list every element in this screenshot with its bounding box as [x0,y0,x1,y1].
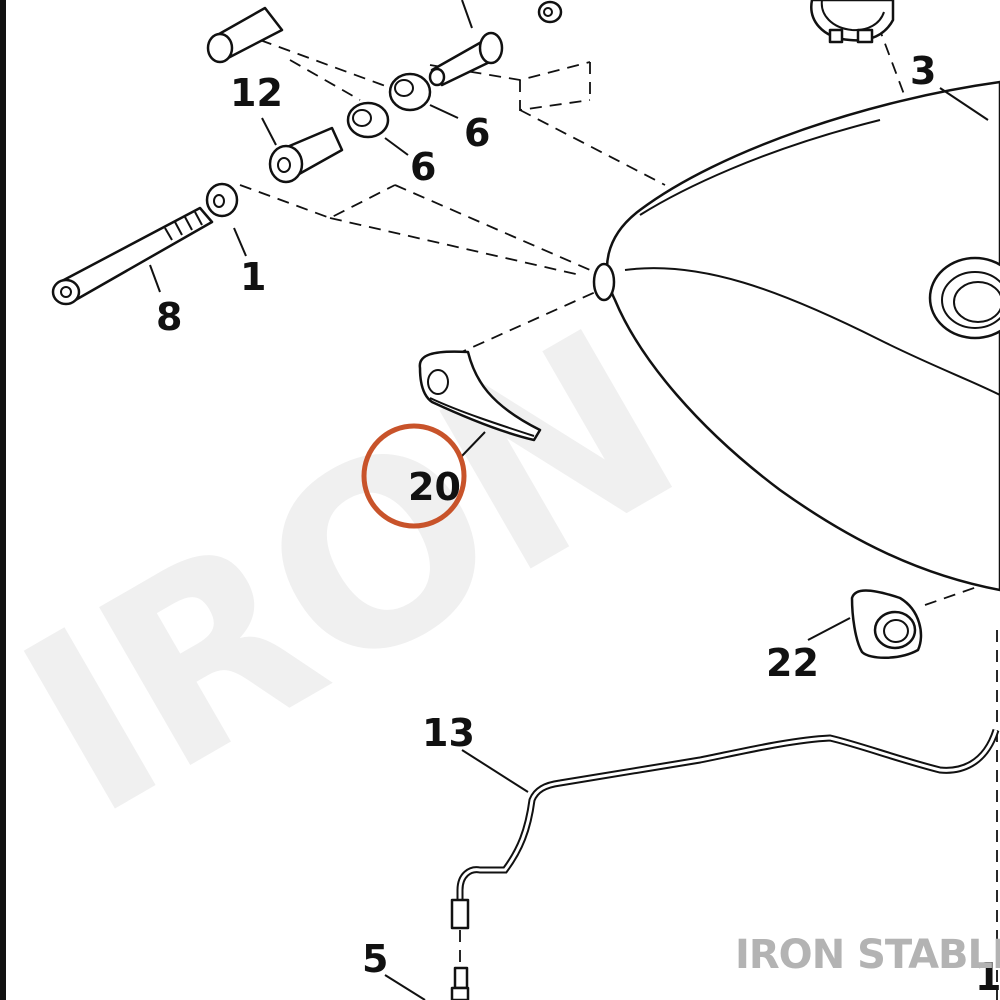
bushing-icon [268,126,344,184]
callout-22: 22 [766,641,819,685]
leader-lines [149,0,989,1000]
callout-6-lower: 6 [410,145,436,189]
bushing-icon [206,6,284,64]
bushing-icon [428,31,504,87]
callout-8: 8 [156,295,182,339]
callout-20: 20 [408,465,461,509]
callout-3: 3 [910,49,936,93]
callout-12: 12 [230,71,283,115]
washer-icon [537,0,563,24]
highlight-circle [361,423,467,529]
fuel-line-icon [450,728,1000,1000]
grommet-icon [346,72,432,139]
left-border [0,0,6,1000]
callout-5: 5 [362,937,388,981]
callout-1: 1 [240,255,266,299]
callout-6-upper: 6 [464,111,490,155]
brand-watermark: IRON STABLE [735,932,1000,978]
callout-13: 13 [422,711,475,755]
bolt-icon [51,206,214,306]
clamp-icon [810,0,895,44]
fuel-tank-icon [592,80,1000,592]
callout-10: 10 [975,955,1000,999]
washer-icon [205,182,239,218]
bracket-icon [850,589,923,659]
bracket-icon [418,350,542,442]
